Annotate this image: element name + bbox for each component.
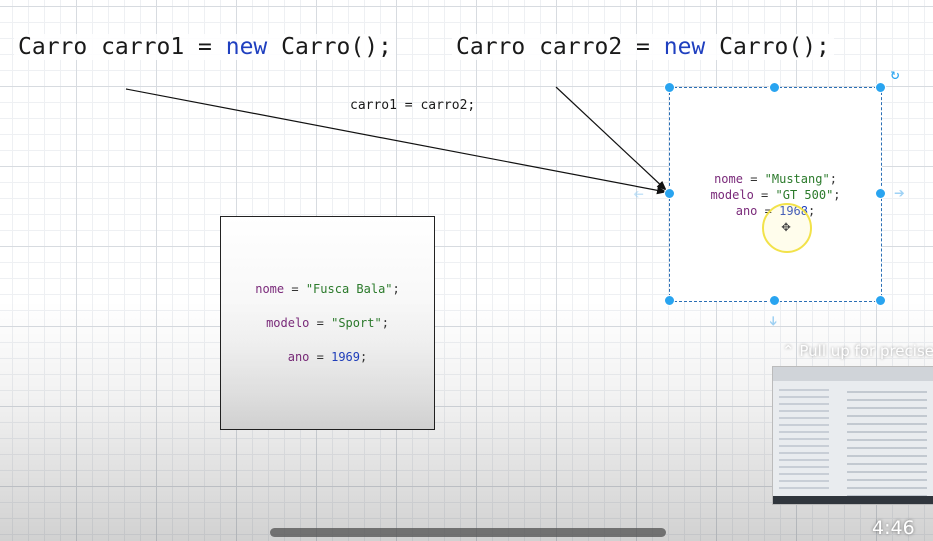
carro1-reference-arrow[interactable] [125,88,667,195]
resize-handle-bottom[interactable] [769,295,780,306]
object-a-modelo-value: "Sport" [331,316,382,330]
object-b-ano-end: ; [808,203,816,218]
object-a-modelo-attr: modelo [266,316,310,330]
chevron-up-icon: ⌃ [782,342,795,360]
object-b-nome-value: "Mustang" [764,171,830,186]
object-a-ano-row: ano = 1969; [288,350,368,364]
code-line-carro2-ctor: Carro(); [705,34,830,60]
resize-handle-top-right[interactable] [875,82,886,93]
code-line-carro2: Carro carro2 = new Carro(); [452,34,834,60]
object-a-ano-value: 1969 [331,350,361,364]
object-a-nome-row: nome = "Fusca Bala"; [255,282,400,296]
code-line-carro2-keyword: new [663,34,706,60]
object-b-nome-attr: nome [714,171,743,186]
resize-handle-right[interactable] [875,188,886,199]
code-line-carro1-ctor: Carro(); [267,34,392,60]
preview-code-area [847,391,927,496]
cursor-highlight [762,203,812,253]
preview-timestamp: 4:46 [872,517,915,539]
object-b-nome-end: ; [829,171,837,186]
code-line-carro1: Carro carro1 = new Carro(); [14,34,396,60]
resize-handle-top[interactable] [769,82,780,93]
video-progress-bar[interactable] [270,528,666,537]
object-b-modelo-row: modelo = "GT 500"; [710,188,840,202]
object-a-nome-eq: = [284,282,306,296]
object-a-modelo-row: modelo = "Sport"; [266,316,389,330]
code-line-carro1-decl: Carro carro1 = [18,34,226,60]
preview-toolbar [773,367,933,381]
object-b-ano-attr: ano [735,203,758,218]
preview-file-tree [779,389,829,489]
code-line-carro2-decl: Carro carro2 = [456,34,664,60]
object-b-nome-row: nome = "Mustang"; [714,172,837,186]
connect-arrow-left-icon[interactable]: ➔ [633,184,644,205]
pull-up-hint: ⌃ Pull up for precise [782,342,933,360]
object-a-modelo-end: ; [381,316,389,330]
connect-arrow-right-icon[interactable]: ➔ [894,183,905,204]
object-b-modelo-value: "GT 500" [775,187,834,202]
object-a-modelo-eq: = [309,316,332,330]
object-box-mustang-selected[interactable]: nome = "Mustang"; modelo = "GT 500"; ano… [669,87,882,302]
code-line-carro1-keyword: new [225,34,268,60]
object-a-nome-end: ; [392,282,400,296]
object-a-nome-value: "Fusca Bala" [305,282,393,296]
object-b-modelo-eq: = [753,187,776,202]
object-a-nome-attr: nome [255,282,285,296]
resize-handle-bottom-right[interactable] [875,295,886,306]
move-icon: ✥ [781,217,791,235]
object-a-ano-end: ; [360,350,368,364]
connect-arrow-down-icon[interactable]: ➔ [762,315,784,327]
object-a-ano-eq: = [309,350,332,364]
resize-handle-left[interactable] [664,188,675,199]
assignment-label: carro1 = carro2; [350,98,476,113]
seek-preview-thumbnail [772,366,933,505]
carro2-reference-arrow[interactable] [555,86,667,191]
preview-taskbar [773,496,933,504]
resize-handle-top-left[interactable] [664,82,675,93]
object-b-modelo-attr: modelo [710,187,754,202]
object-b-modelo-end: ; [833,187,841,202]
rotate-icon[interactable]: ↻ [890,65,900,83]
pull-up-hint-text: Pull up for precise [799,342,933,360]
object-b-nome-eq: = [742,171,765,186]
object-a-ano-attr: ano [287,350,310,364]
resize-handle-bottom-left[interactable] [664,295,675,306]
object-box-fusca[interactable]: nome = "Fusca Bala"; modelo = "Sport"; a… [220,216,435,430]
